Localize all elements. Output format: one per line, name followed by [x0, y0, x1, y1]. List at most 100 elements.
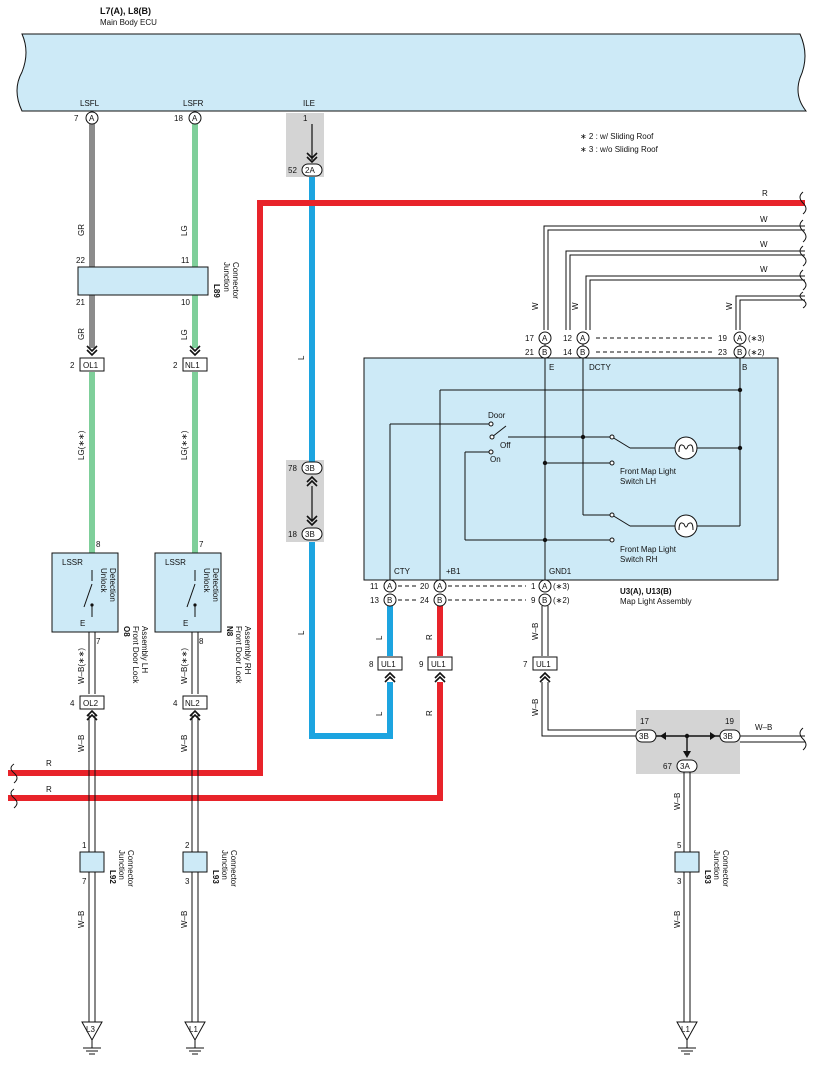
- l92-name: Connector: [126, 850, 135, 887]
- conn-2a: [301, 163, 323, 177]
- switch-on-label: On: [490, 455, 501, 464]
- map-pin-num: 19: [718, 334, 727, 343]
- conn-2a-label: 2A: [305, 166, 315, 175]
- conn-ol1-label: OL1: [83, 361, 99, 370]
- conn-2a-pin: 52: [288, 166, 297, 175]
- wire-label: W–B: [531, 699, 540, 716]
- o8-e: E: [80, 619, 85, 628]
- n8-func: Unlock: [202, 568, 211, 593]
- conn-ul1-cty: [377, 656, 403, 671]
- splice-pin: 17: [640, 717, 649, 726]
- wire-label: L: [375, 711, 384, 716]
- conn-ol2-pin: 4: [70, 699, 75, 708]
- map-junction-dots: [542, 387, 743, 543]
- wire-label: LG: [180, 225, 189, 236]
- switch-door-label: Door: [488, 411, 506, 420]
- wire-label: W–B: [180, 735, 189, 752]
- break-mark: [10, 763, 18, 784]
- pin-lsfr-label: LSFR: [183, 99, 204, 108]
- wire-label: L: [375, 635, 384, 640]
- pin-lsfr-connector: [188, 111, 202, 125]
- conn-a-label: A: [580, 334, 586, 343]
- pin-lsfl-label: LSFL: [80, 99, 100, 108]
- map-pin-num: 20: [420, 582, 429, 591]
- conn-ul1-label: UL1: [536, 660, 551, 669]
- conn-ol2-label: OL2: [83, 699, 99, 708]
- pin-lsfl-connector: [85, 111, 99, 125]
- l89-junction-connector: [77, 266, 209, 296]
- o8-pin: 8: [96, 540, 101, 549]
- l89-pin: 11: [181, 256, 190, 265]
- conn-a-label: A: [192, 114, 198, 123]
- o8-func: Detection: [108, 568, 117, 602]
- conn-b-label: B: [387, 596, 392, 605]
- switch-contacts: [488, 421, 615, 543]
- switch-lh-label: Switch LH: [620, 477, 656, 486]
- map-pin-b: B: [742, 363, 747, 372]
- n8-pin: 8: [199, 637, 204, 646]
- conn-nl2-label: NL2: [185, 699, 200, 708]
- conn-a-label: A: [89, 114, 95, 123]
- wire-label: W: [531, 302, 540, 310]
- conn-3b-label: 3B: [723, 732, 733, 741]
- wire-label: LG(∗∗): [180, 430, 189, 460]
- conn-3b-bottom: [301, 527, 323, 541]
- n8-name: Front Door Lock: [234, 626, 243, 684]
- conn-b-label: B: [737, 348, 742, 357]
- conn-b-label: B: [542, 596, 547, 605]
- wire-label: GR: [77, 224, 86, 236]
- map-pin-note: (∗3): [748, 334, 765, 343]
- l92-pin: 1: [82, 841, 87, 850]
- l93-name: Connector: [721, 850, 730, 887]
- map-pin-num: 1: [531, 582, 536, 591]
- splice-pin: 19: [725, 717, 734, 726]
- ground-icon-label: L1: [681, 1025, 690, 1034]
- note-sliding-roof: ∗ 2 : w/ Sliding Roof: [580, 132, 654, 141]
- wire-label: W: [760, 265, 768, 274]
- wire-label: LG: [180, 329, 189, 340]
- o8-code: O8: [122, 626, 131, 637]
- wire-label: W–B(∗∗): [77, 648, 86, 684]
- wire-label: W–B: [755, 723, 772, 732]
- main-body-ecu: [16, 33, 808, 112]
- conn-3b-pin: 78: [288, 464, 297, 473]
- map-pin-num: 17: [525, 334, 534, 343]
- splice-pin: 67: [663, 762, 672, 771]
- conn-ul1-pin: 9: [419, 660, 424, 669]
- l89-pin: 22: [76, 256, 85, 265]
- n8-lssr: LSSR: [165, 558, 186, 567]
- wire-label: R: [425, 634, 434, 640]
- wire-label: R: [46, 759, 52, 768]
- wire-label: L: [297, 630, 306, 635]
- map-pin-e: E: [549, 363, 554, 372]
- conn-a-label: A: [387, 582, 393, 591]
- lamp-icon: [674, 514, 698, 538]
- wire-label: W: [571, 302, 580, 310]
- switch-off-label: Off: [500, 441, 511, 450]
- conn-nl1-label: NL1: [185, 361, 200, 370]
- conn-b-label: B: [542, 348, 547, 357]
- n8-e: E: [183, 619, 188, 628]
- o8-name: Assembly LH: [140, 626, 149, 673]
- wire-label: W: [760, 240, 768, 249]
- l93-name: Connector: [229, 850, 238, 887]
- l89-pin: 21: [76, 298, 85, 307]
- map-top-connectors: [538, 331, 747, 359]
- conn-ol1-pin: 2: [70, 361, 75, 370]
- conn-ul1-b1: [427, 656, 453, 671]
- l93-pin: 3: [185, 877, 190, 886]
- conn-ul1-pin: 8: [369, 660, 374, 669]
- wire-label: R: [425, 710, 434, 716]
- l93-code: L93: [703, 870, 712, 884]
- map-pin-num: 11: [370, 582, 379, 591]
- l93-pin: 5: [677, 841, 682, 850]
- break-mark: [10, 788, 18, 809]
- conn-nl2: [182, 695, 208, 710]
- map-light-code: U3(A), U13(B): [620, 587, 672, 596]
- l92-junction-connector: [79, 851, 105, 873]
- map-pin-num: 21: [525, 348, 534, 357]
- l92-code: L92: [108, 870, 117, 884]
- conn-a-label: A: [542, 334, 548, 343]
- wire-label: W–B(∗∗): [180, 648, 189, 684]
- o8-door-lock-lh: [51, 552, 119, 633]
